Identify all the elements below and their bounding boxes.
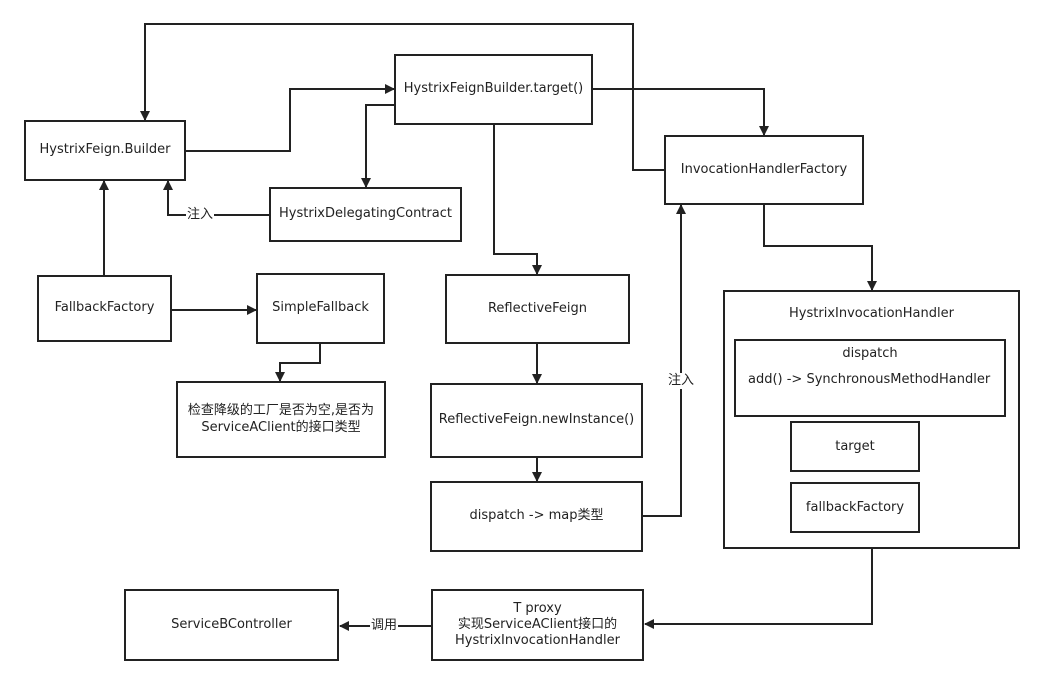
builder-target-label: HystrixFeignBuilder.target(): [403, 81, 584, 97]
dispatch-box-entry: add() -> SynchronousMethodHandler: [748, 372, 991, 387]
dispatch-box: dispatch add() -> SynchronousMethodHandl…: [734, 339, 1006, 417]
edge-invocation-factory-to-handler: [763, 205, 877, 291]
edge-builder-to-target: [186, 84, 395, 152]
proxy-line-1: T proxy: [513, 600, 562, 616]
target-box: target: [790, 421, 920, 472]
delegating-contract-label: HystrixDelegatingContract: [279, 206, 452, 222]
edge-simple-fallback-to-note: [275, 343, 321, 382]
reflective-feign-label: ReflectiveFeign: [487, 300, 588, 316]
inject-dispatch-label: 注入: [667, 373, 696, 389]
target-label: target: [835, 439, 875, 454]
edge-contract-to-builder: [163, 180, 269, 216]
fallback-factory-box-label: fallbackFactory: [805, 500, 905, 515]
edge-target-to-contract: [361, 104, 394, 188]
simple-fallback-label: SimpleFallback: [272, 300, 369, 316]
invocation-handler-factory-node: InvocationHandlerFactory: [664, 135, 864, 205]
new-instance-label: ReflectiveFeign.newInstance(): [438, 412, 635, 428]
proxy-line-3: HystrixInvocationHandler: [455, 633, 620, 649]
inject-contract-label: 注入: [186, 207, 215, 223]
reflective-feign-node: ReflectiveFeign: [445, 274, 630, 344]
hystrix-feign-builder-node: HystrixFeign.Builder: [24, 120, 186, 181]
proxy-node: T proxy 实现ServiceAClient接口的 HystrixInvoc…: [431, 589, 644, 661]
fallback-factory-node: FallbackFactory: [37, 275, 172, 342]
dispatch-map-label: dispatch -> map类型: [469, 508, 604, 524]
delegating-contract-node: HystrixDelegatingContract: [269, 187, 462, 242]
fallback-factory-label: FallbackFactory: [54, 300, 155, 316]
check-note-line-2: ServiceAClient的接口类型: [201, 419, 361, 435]
service-b-controller-label: ServiceBController: [171, 616, 292, 632]
edge-factory-loop-to-builder: [140, 23, 664, 171]
dispatch-box-title: dispatch: [842, 346, 898, 361]
invoke-label: 调用: [370, 618, 399, 634]
edge-target-to-reflective-feign: [493, 124, 542, 275]
edge-target-to-invocation-factory: [593, 88, 769, 136]
invocation-handler-factory-label: InvocationHandlerFactory: [680, 161, 848, 177]
dispatch-map-node: dispatch -> map类型: [430, 481, 643, 552]
builder-target-node: HystrixFeignBuilder.target(): [394, 54, 593, 125]
new-instance-node: ReflectiveFeign.newInstance(): [430, 383, 643, 458]
invocation-handler-title: HystrixInvocationHandler: [789, 306, 954, 321]
simple-fallback-node: SimpleFallback: [256, 273, 385, 344]
fallback-factory-box: fallbackFactory: [790, 482, 920, 533]
hystrix-feign-builder-label: HystrixFeign.Builder: [39, 142, 171, 158]
edge-handler-to-proxy: [644, 548, 873, 629]
check-note-node: 检查降级的工厂是否为空,是否为 ServiceAClient的接口类型: [176, 381, 386, 458]
service-b-controller-node: ServiceBController: [124, 589, 339, 661]
proxy-line-2: 实现ServiceAClient接口的: [457, 616, 618, 632]
check-note-line-1: 检查降级的工厂是否为空,是否为: [187, 403, 375, 419]
edge-dispatch-to-invocation-factory: [643, 204, 686, 517]
invocation-handler-container: HystrixInvocationHandler dispatch add() …: [723, 290, 1020, 549]
